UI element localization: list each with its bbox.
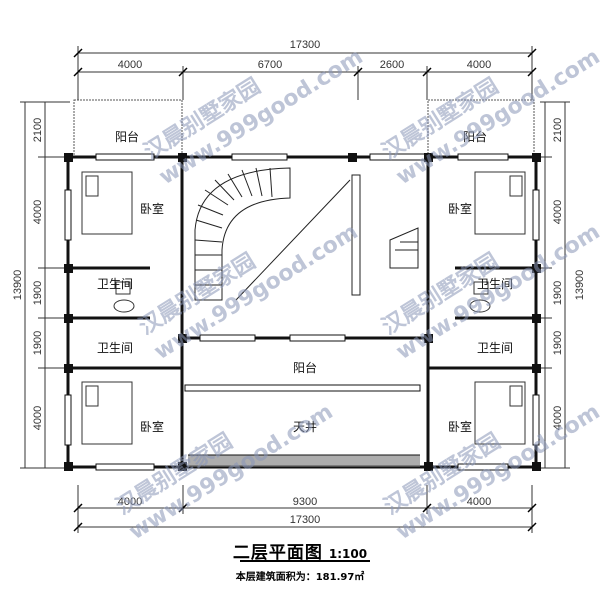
dim-right-total: 13900 <box>574 270 586 301</box>
room-bath-w1: 卫生间 <box>97 277 133 291</box>
room-balcony-top-right: 阳台 <box>463 129 487 144</box>
room-bedroom-se: 卧室 <box>448 419 472 434</box>
dim-left-seg-4: 1900 <box>32 331 44 355</box>
dim-bottom-seg-2: 9300 <box>293 496 317 508</box>
dim-left-seg-2: 4000 <box>32 200 44 224</box>
dim-top-seg-4: 4000 <box>467 59 491 71</box>
dim-left-seg-5: 4000 <box>32 406 44 430</box>
dim-left-total: 13900 <box>12 270 24 301</box>
dim-left-seg-3: 1900 <box>32 281 44 305</box>
dim-bottom-total: 17300 <box>290 514 321 526</box>
dim-right-seg-4: 1900 <box>552 331 564 355</box>
drawing-title-main: 二层平面图 <box>232 543 323 563</box>
room-bedroom-sw: 卧室 <box>140 419 164 434</box>
dim-top-seg-2: 6700 <box>258 59 282 71</box>
title-underline <box>240 560 370 562</box>
dim-top-total: 17300 <box>290 39 321 51</box>
room-bath-w2: 卫生间 <box>97 341 133 355</box>
drawing-scale: 1:100 <box>328 547 368 561</box>
dim-right-seg-3: 1900 <box>552 281 564 305</box>
room-bedroom-nw: 卧室 <box>140 201 164 216</box>
floor-area-note: 本层建筑面积为：181.97㎡ <box>235 572 365 583</box>
drawing-title: 二层平面图 1:100 <box>0 538 600 563</box>
dim-left-seg-1: 2100 <box>32 118 44 142</box>
dim-bottom-seg-3: 4000 <box>467 496 491 508</box>
dim-top-seg-3: 2600 <box>380 59 404 71</box>
dim-right-seg-1: 2100 <box>552 118 564 142</box>
dim-bottom-seg-1: 4000 <box>118 496 142 508</box>
room-bath-e2: 卫生间 <box>477 341 513 355</box>
dim-top-seg-1: 4000 <box>118 59 142 71</box>
room-bath-e1: 卫生间 <box>477 277 513 291</box>
room-balcony-top-left: 阳台 <box>115 129 139 144</box>
room-balcony-center: 阳台 <box>293 360 317 375</box>
dim-right-seg-5: 4000 <box>552 406 564 430</box>
room-bedroom-ne: 卧室 <box>448 201 472 216</box>
room-courtyard: 天井 <box>293 420 317 434</box>
dim-right-seg-2: 4000 <box>552 200 564 224</box>
